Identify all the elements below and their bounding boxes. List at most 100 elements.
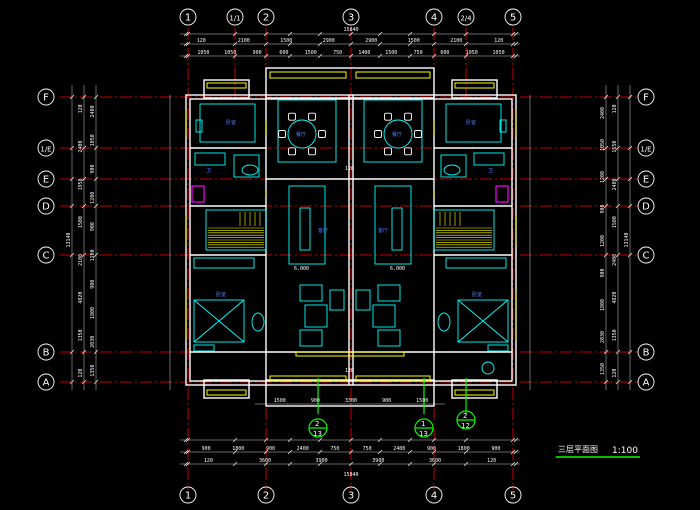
- room-label: 卫: [206, 168, 211, 174]
- dimension-value: 1500: [305, 50, 317, 56]
- section-sheet: 13: [419, 430, 428, 438]
- room-label: 卫: [488, 168, 493, 174]
- dimension-value: 1500: [408, 38, 420, 44]
- dimension-value: 3900: [372, 458, 384, 464]
- dimension-value: 600: [440, 50, 449, 56]
- dimension-value: 2400: [90, 105, 96, 117]
- dining-chairs: [278, 112, 422, 156]
- axis-label: E: [43, 175, 49, 186]
- furniture: [193, 99, 509, 375]
- room-label: 卧室: [216, 291, 226, 298]
- axis-bubble-top: 4: [425, 8, 443, 26]
- dimension-value: 1800: [232, 446, 244, 452]
- dimension-value: 900: [266, 446, 275, 452]
- dimension-value: 2400: [393, 446, 405, 452]
- dimension-value: 750: [363, 446, 372, 452]
- dimension-value: 120: [197, 38, 206, 44]
- windows: [185, 71, 517, 396]
- dimension-value: 2400: [600, 107, 606, 119]
- room-label: 客厅: [318, 227, 328, 234]
- dimension-value: 900: [90, 280, 96, 289]
- dimension-value: 1050: [90, 134, 96, 146]
- axis-bubble-left: F: [37, 88, 55, 106]
- dimension-value: 13140: [66, 232, 72, 247]
- dimension-value: 1350: [90, 365, 96, 377]
- axis-label: B: [643, 348, 650, 359]
- axis-bubble-bottom: 2: [257, 486, 275, 504]
- elevation-mark: 6.000: [390, 266, 405, 272]
- section-number: 1: [421, 420, 425, 428]
- dimension-value: 2030: [90, 336, 96, 348]
- dimension-value: 1200: [90, 249, 96, 261]
- dimension-value: 900: [382, 398, 391, 404]
- axis-bubble-left: A: [37, 373, 55, 391]
- axis-bubble-right: A: [637, 373, 655, 391]
- dimension-value: 900: [427, 446, 436, 452]
- axis-bubble-right: F: [637, 88, 655, 106]
- axis-bubble-top: 5: [504, 8, 522, 26]
- dimension-lines: [71, 33, 631, 465]
- stair-treads: [208, 212, 492, 248]
- dimension-value: 1800: [458, 446, 470, 452]
- dimension-value: 4820: [78, 292, 84, 304]
- dimension-value: 2400: [612, 178, 618, 190]
- axis-bubble-left: 1/E: [37, 139, 55, 157]
- axis-bubble-bottom: 5: [504, 486, 522, 504]
- dimension-value: 1050: [224, 50, 236, 56]
- dimension-value: 900: [600, 268, 606, 277]
- axis-label: 3: [348, 13, 354, 24]
- room-label: 卧室: [466, 119, 476, 126]
- dimension-value: 1500: [280, 38, 292, 44]
- dimension-value: 1800: [600, 299, 606, 311]
- axis-bubble-left: B: [37, 343, 55, 361]
- dimension-value: 120: [612, 104, 618, 113]
- dimension-value: 900: [202, 446, 211, 452]
- axis-bubble-top: 2: [257, 8, 275, 26]
- axis-label: 2/4: [460, 15, 472, 23]
- axis-label: B: [43, 348, 50, 359]
- axis-label: D: [42, 202, 50, 213]
- axis-label: 1/E: [640, 146, 651, 154]
- section-sheet: 12: [461, 422, 470, 430]
- dimension-value: 13140: [624, 232, 630, 247]
- dimension-value: 1500: [612, 216, 618, 228]
- dimension-value: 1650: [612, 141, 618, 153]
- dimension-value: 1350: [612, 329, 618, 341]
- axis-label: E: [643, 175, 649, 186]
- axis-label: A: [43, 378, 50, 389]
- dimension-value: 600: [279, 50, 288, 56]
- axis-bubble-right: 1/E: [637, 139, 655, 157]
- axis-bubble-right: C: [637, 246, 655, 264]
- axis-bubble-right: E: [637, 170, 655, 188]
- section-number: 2: [463, 412, 467, 420]
- dimension-value: 2030: [600, 331, 606, 343]
- dimension-value: 1050: [493, 50, 505, 56]
- axis-label: 2: [263, 13, 269, 24]
- dimension-value: 900: [491, 446, 500, 452]
- dimension-value: 120: [78, 104, 84, 113]
- dimension-value: 1800: [90, 307, 96, 319]
- room-label: 卧室: [472, 291, 482, 298]
- dimension-value: 900: [90, 164, 96, 173]
- dimension-value: 2400: [78, 141, 84, 153]
- dimension-value: 1350: [600, 363, 606, 375]
- dimension-value: 1200: [90, 192, 96, 204]
- room-label-layer: 卧室 卧室 餐厅 餐厅 卫 卫 客厅 客厅 卧室 卧室 阳台 阳台: [206, 119, 493, 298]
- dimension-value: 2100: [238, 38, 250, 44]
- section-marks: [308, 378, 476, 438]
- dimension-value: 4820: [612, 292, 618, 304]
- room-label: 餐厅: [296, 131, 306, 138]
- magenta-fixtures: [191, 185, 509, 203]
- dimension-value: 2100: [78, 254, 84, 266]
- dimension-value: 1500: [416, 398, 428, 404]
- axis-bubble-top: 1: [179, 8, 197, 26]
- dimension-value: 120: [204, 458, 213, 464]
- dimension-value: 1500: [274, 398, 286, 404]
- dimension-value: 120: [494, 38, 503, 44]
- dimension-value: 750: [330, 446, 339, 452]
- dimension-value: 1500: [385, 50, 397, 56]
- dimension-value: 120: [487, 458, 496, 464]
- dimension-total: 15840: [343, 472, 358, 478]
- dimension-value: 2900: [323, 38, 335, 44]
